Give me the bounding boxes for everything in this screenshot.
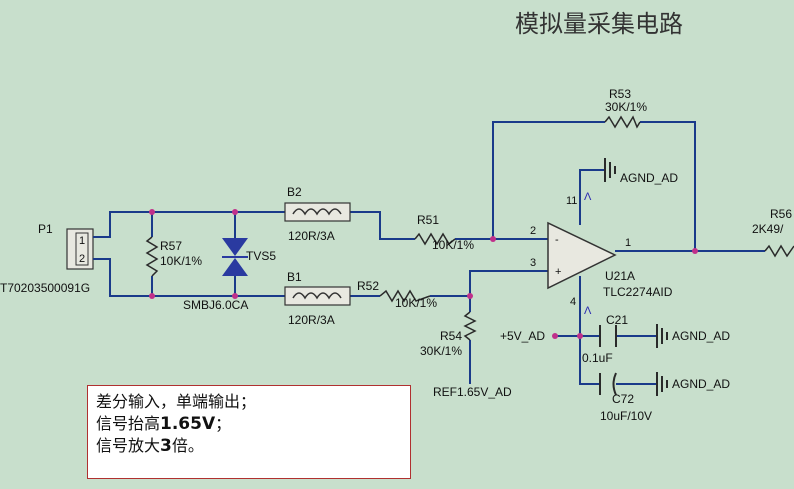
r53-value-label: 30K/1% xyxy=(605,100,647,114)
p1-ref-label: P1 xyxy=(38,222,53,236)
p1-part-label: T70203500091G xyxy=(0,281,90,295)
note-line2-bold: 1.65V xyxy=(160,414,216,434)
agnd-c21-label: AGND_AD xyxy=(672,329,730,343)
note-line2-pre: 信号抬高 xyxy=(96,414,161,433)
tvs5-part-label: SMBJ6.0CA xyxy=(183,298,248,312)
ground-symbol-c72: AGND_AD xyxy=(656,372,730,396)
r56-ref-label: R56 xyxy=(770,207,792,221)
r51-value-label: 10K/1% xyxy=(432,238,474,252)
opamp-pin2-label: 2 xyxy=(530,225,536,237)
b2-value-label: 120R/3A xyxy=(288,229,335,243)
resistor-r51: R51 10K/1% xyxy=(414,213,474,252)
r54-ref-label: R54 xyxy=(440,329,462,343)
resistor-r57: R57 10K/1% xyxy=(145,236,202,277)
ref-net-label: REF1.65V_AD xyxy=(433,385,512,399)
opamp-pin1-label: 1 xyxy=(625,237,631,249)
junction-dots xyxy=(149,209,698,339)
c72-value-label: 10uF/10V xyxy=(600,409,652,423)
u21a-ref-label: U21A xyxy=(605,269,635,283)
r53-ref-label: R53 xyxy=(609,87,631,101)
note-line2: 信号抬高1.65V； xyxy=(96,413,402,435)
resistor-r52: R52 10K/1% xyxy=(357,279,437,310)
ferrite-b2: B2 120R/3A xyxy=(284,185,351,243)
opamp-plus-sign: + xyxy=(555,266,561,278)
r51-ref-label: R51 xyxy=(417,213,439,227)
b1-value-label: 120R/3A xyxy=(288,313,335,327)
b1-ref-label: B1 xyxy=(287,270,302,284)
opamp-minus-sign: - xyxy=(555,234,559,246)
b2-ref-label: B2 xyxy=(287,185,302,199)
tvs5-ref-label: TVS5 xyxy=(246,249,276,263)
vcc-net-label: +5V_AD xyxy=(500,329,545,343)
ferrite-b1: B1 120R/3A xyxy=(284,270,351,327)
note-line2-post: ； xyxy=(215,414,232,433)
r54-value-label: 30K/1% xyxy=(420,344,462,358)
opamp-pin3-label: 3 xyxy=(530,257,536,269)
r57-ref-label: R57 xyxy=(160,239,182,253)
ground-symbol-c21: AGND_AD xyxy=(656,324,730,348)
capacitor-c21: C21 0.1uF xyxy=(582,313,628,365)
capacitor-c72: C72 10uF/10V xyxy=(599,372,652,423)
opamp-pin11-label: 11 xyxy=(566,195,577,207)
opamp-u21a: - + 2 3 1 4 11 Λ Λ U21A TLC2274AID xyxy=(530,191,673,317)
agnd-top-label: AGND_AD xyxy=(620,171,678,185)
connector-p1: 1 2 P1 T70203500091G xyxy=(0,222,94,295)
diagram-title: 模拟量采集电路 xyxy=(515,10,683,38)
wires xyxy=(93,121,765,385)
note-line3-pre: 信号放大 xyxy=(96,436,161,455)
u21a-part-label: TLC2274AID xyxy=(603,285,673,299)
resistor-r54: R54 30K/1% xyxy=(420,311,477,358)
opamp-pin4-label: 4 xyxy=(570,296,576,308)
note-line3-bold: 3 xyxy=(160,436,172,456)
r52-ref-label: R52 xyxy=(357,279,379,293)
r57-value-label: 10K/1% xyxy=(160,254,202,268)
r52-value-label: 10K/1% xyxy=(395,296,437,310)
ground-symbol-top: AGND_AD xyxy=(604,158,678,185)
tvs-diode-tvs5: TVS5 SMBJ6.0CA xyxy=(183,238,276,312)
r56-value-label: 2K49/ xyxy=(752,222,784,236)
opamp-pin11-mark: Λ xyxy=(584,191,592,203)
c21-value-label: 0.1uF xyxy=(582,351,613,365)
opamp-pin4-mark: Λ xyxy=(584,305,592,317)
p1-pin2-label: 2 xyxy=(79,253,85,265)
note-line1: 差分输入，单端输出； xyxy=(96,392,257,411)
resistor-r56: R56 2K49/ xyxy=(752,207,794,258)
description-note: 差分输入，单端输出； 信号抬高1.65V； 信号放大3倍。 xyxy=(87,385,411,479)
note-line3-post: 倍。 xyxy=(171,436,204,455)
resistor-r53: R53 30K/1% xyxy=(604,87,647,129)
note-line3: 信号放大3倍。 xyxy=(96,435,402,457)
p1-pin1-label: 1 xyxy=(79,235,85,247)
c72-ref-label: C72 xyxy=(612,392,634,406)
c21-ref-label: C21 xyxy=(606,313,628,327)
agnd-c72-label: AGND_AD xyxy=(672,377,730,391)
